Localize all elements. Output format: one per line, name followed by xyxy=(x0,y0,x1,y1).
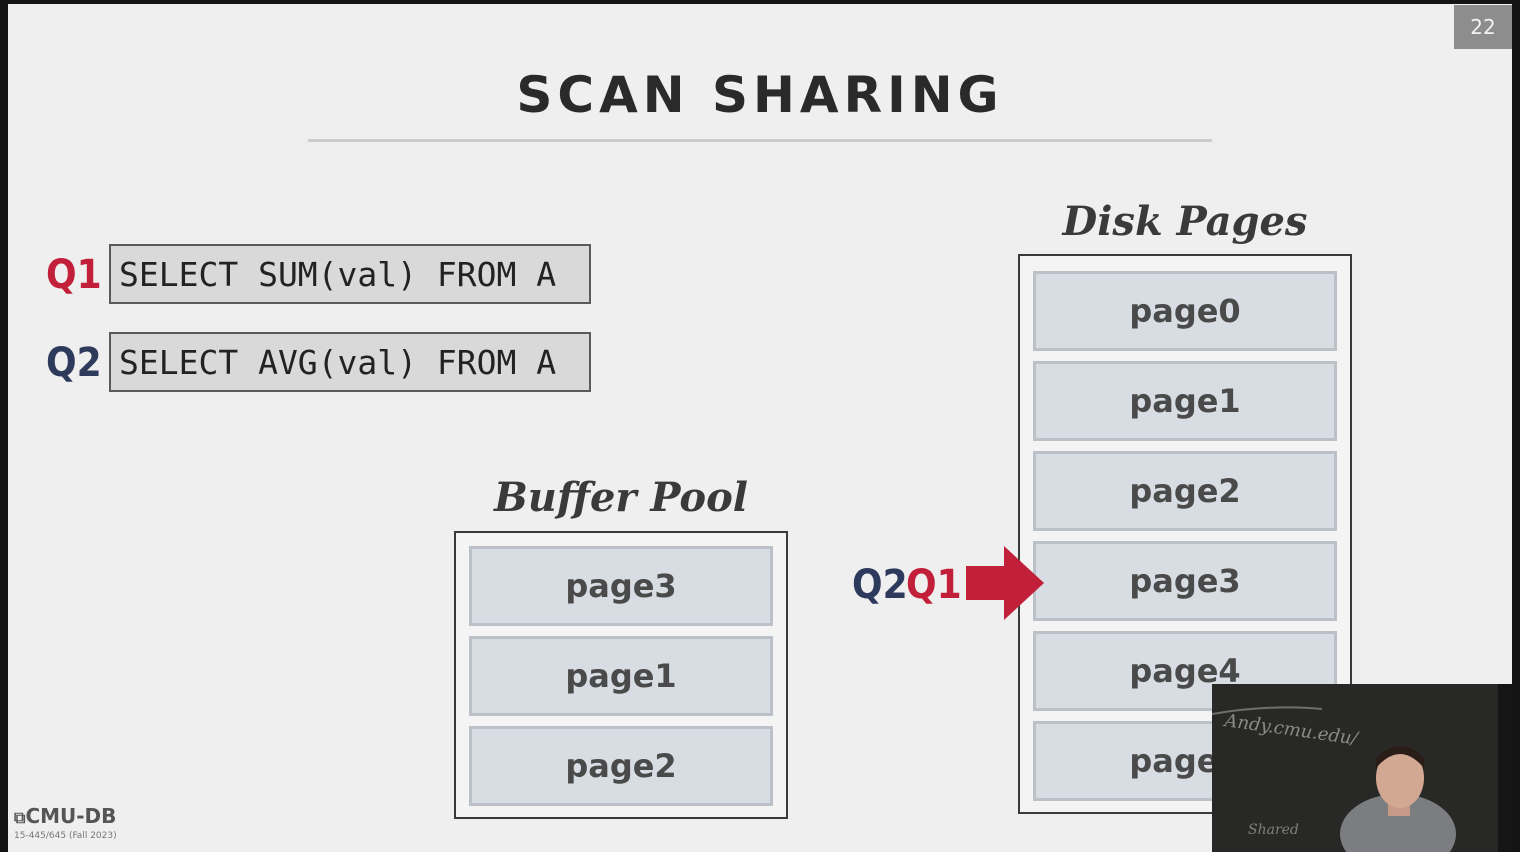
buffer-pool-container: page3 page1 page2 xyxy=(454,531,788,819)
query-q1-sql: SELECT SUM(val) FROM A xyxy=(109,244,591,304)
query-q1-label: Q1 xyxy=(46,252,102,298)
cmu-db-logo: ⧉CMU-DB xyxy=(14,804,117,828)
buffer-pool-heading: Buffer Pool xyxy=(494,474,748,521)
scan-cursor-arrow-icon xyxy=(966,546,1044,620)
disk-page: page3 xyxy=(1033,541,1337,621)
webcam-overlay: Andy.cmu.edu/ Shared xyxy=(1212,684,1514,852)
buffer-pool-page: page1 xyxy=(469,636,773,716)
cursor-q2-label: Q2 xyxy=(852,562,908,608)
disk-page: page2 xyxy=(1033,451,1337,531)
buffer-pool-page: page3 xyxy=(469,546,773,626)
cursor-q1-label: Q1 xyxy=(906,562,962,608)
slide-number: 22 xyxy=(1454,5,1512,49)
chalkboard-text: Shared xyxy=(1248,822,1299,838)
disk-page: page0 xyxy=(1033,271,1337,351)
query-q2-label: Q2 xyxy=(46,340,102,386)
disk-page: page1 xyxy=(1033,361,1337,441)
disk-pages-heading: Disk Pages xyxy=(1062,198,1308,245)
webcam-feed-image: Andy.cmu.edu/ Shared xyxy=(1212,684,1514,852)
title-divider xyxy=(308,139,1212,142)
query-q2-sql: SELECT AVG(val) FROM A xyxy=(109,332,591,392)
buffer-pool-page: page2 xyxy=(469,726,773,806)
slide-title: SCAN SHARING xyxy=(516,66,1004,124)
course-label: 15-445/645 (Fall 2023) xyxy=(14,831,117,841)
